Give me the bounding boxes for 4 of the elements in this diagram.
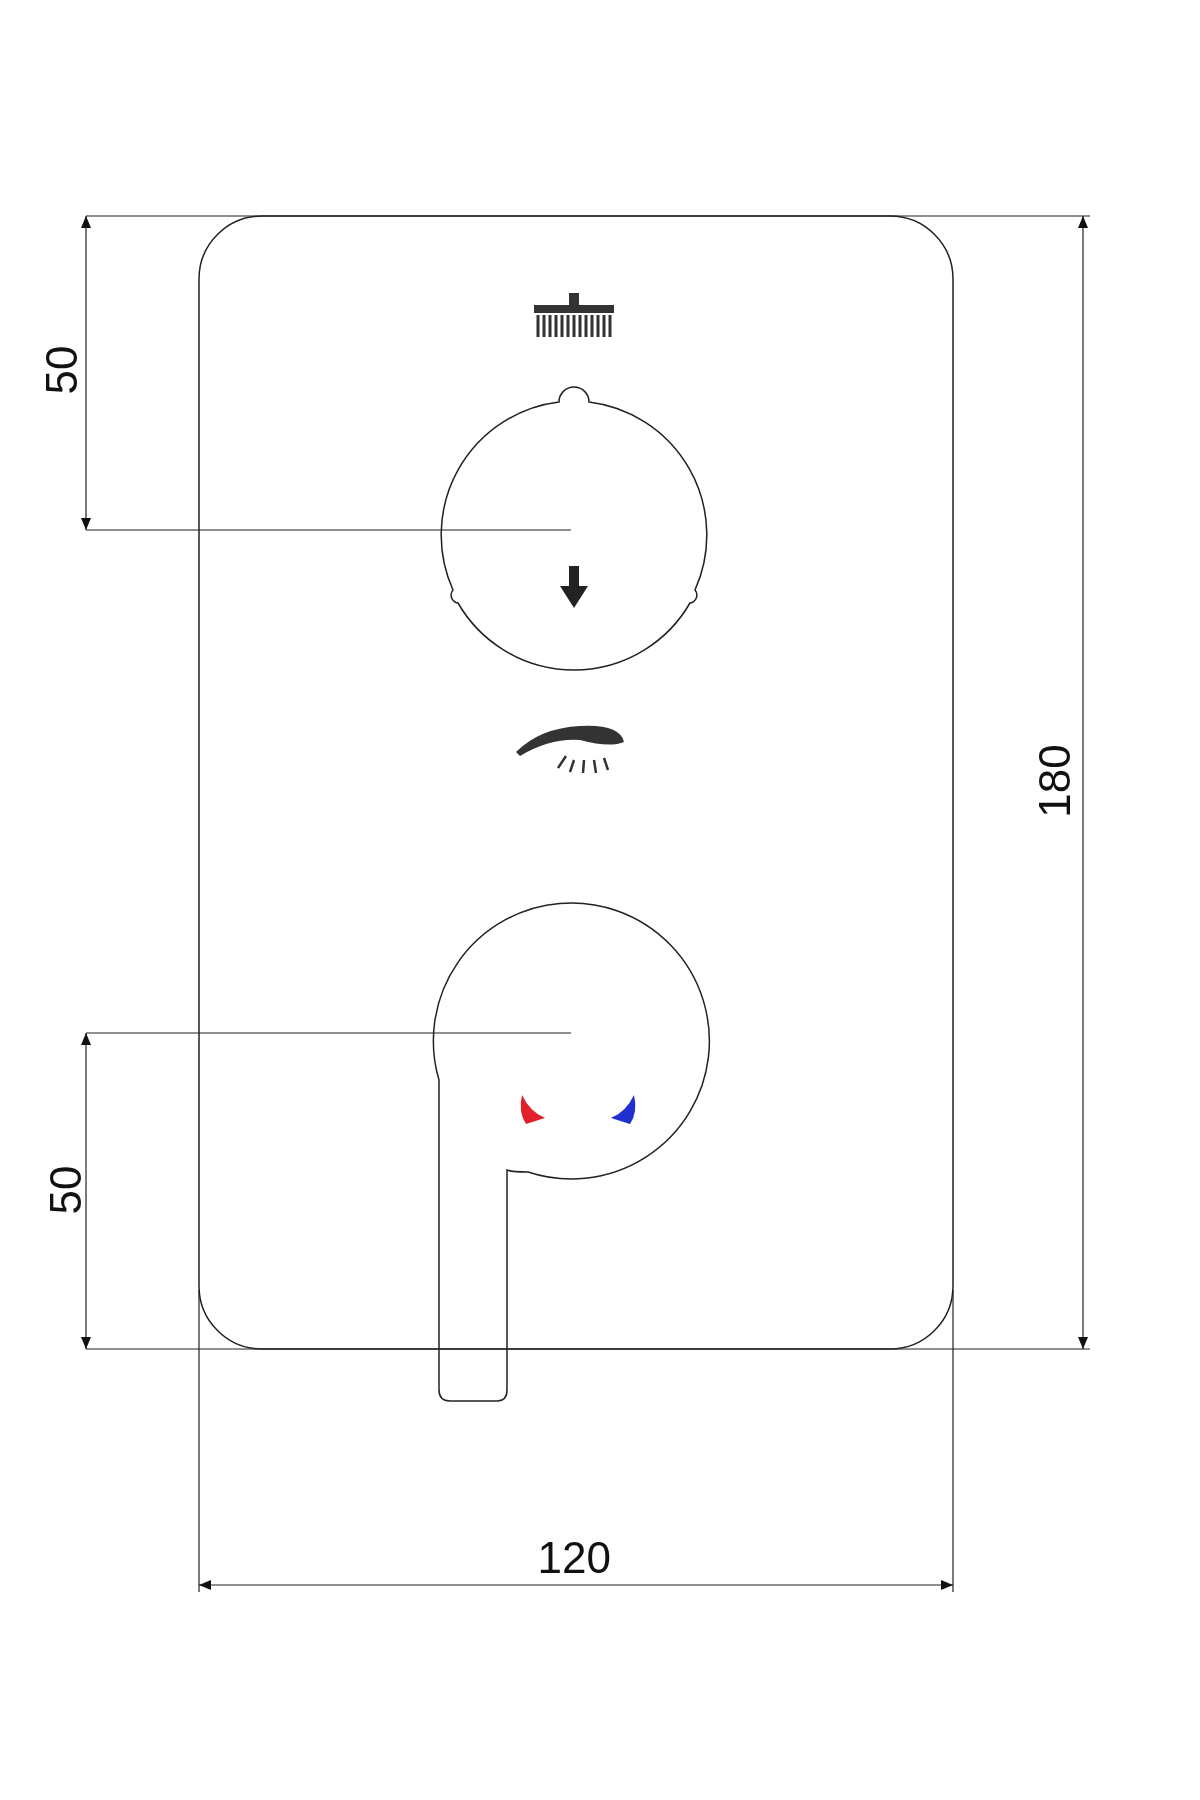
dimension-value: 50 bbox=[44, 1165, 88, 1215]
dimension-value: 120 bbox=[537, 1536, 611, 1580]
dimension-value: 50 bbox=[40, 345, 84, 395]
dimension-value: 180 bbox=[1032, 744, 1077, 818]
